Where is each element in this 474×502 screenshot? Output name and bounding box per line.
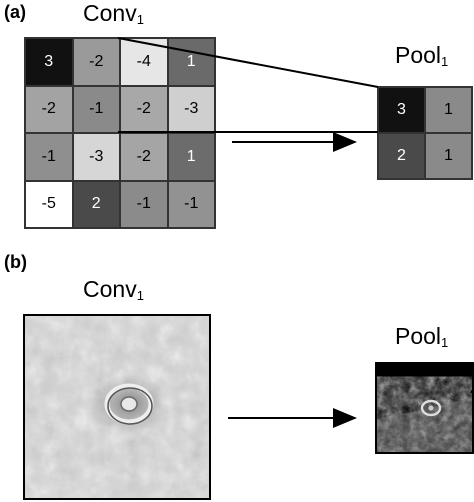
pool1-title-b: Pool1: [395, 323, 448, 350]
pool1-cell-r1c1: 3: [378, 87, 425, 133]
pool1-title-a-sub: 1: [441, 54, 449, 69]
panel-a-label: (a): [4, 2, 26, 22]
conv1-title-b: Conv1: [83, 276, 144, 303]
conv1-cell-r4c4: -1: [167, 180, 215, 228]
pool1-title-b-sub: 1: [441, 335, 449, 350]
pool1-activation-texture: [377, 364, 472, 452]
conv1-title-b-sub: 1: [136, 288, 144, 303]
conv1-cell-r4c2: 2: [72, 180, 120, 228]
conv1-activation-texture: [25, 316, 209, 498]
conv1-activation-image: [23, 314, 211, 500]
conv1-cell-r4c3: -1: [120, 180, 168, 228]
conv1-cell-r1c2: -2: [72, 38, 120, 86]
conv1-cell-r1c3: -4: [120, 38, 168, 86]
conv1-cell-r3c1: -1: [25, 133, 73, 181]
pool1-title-a-text: Pool: [395, 42, 442, 68]
conv1-cell-r2c4: -3: [167, 85, 215, 133]
conv1-cell-r4c1: -5: [25, 180, 73, 228]
conv1-cell-r3c4: 1: [167, 133, 215, 181]
pool1-cell-r2c1: 2: [378, 133, 425, 179]
pool1-activation-image: [375, 362, 474, 454]
conv1-title-a-text: Conv: [83, 0, 137, 26]
conv1-cell-r3c3: -2: [120, 133, 168, 181]
conv1-title-b-text: Conv: [83, 276, 137, 302]
pooling-region-top-line: [117, 37, 379, 88]
pool1-cell-r2c2: 1: [425, 133, 472, 179]
conv1-cell-r3c2: -3: [72, 133, 120, 181]
conv1-cell-r1c1: 3: [25, 38, 73, 86]
conv1-title-a: Conv1: [83, 0, 144, 27]
conv1-cell-r2c1: -2: [25, 85, 73, 133]
pool1-title-a: Pool1: [395, 42, 448, 69]
conv1-cell-r2c2: -1: [72, 85, 120, 133]
conv1-cell-r1c4: 1: [167, 38, 215, 86]
pool1-title-b-text: Pool: [395, 323, 442, 349]
pool1-cell-r1c2: 1: [425, 87, 472, 133]
conv1-title-a-sub: 1: [136, 12, 144, 27]
panel-b-label: (b): [4, 252, 27, 272]
